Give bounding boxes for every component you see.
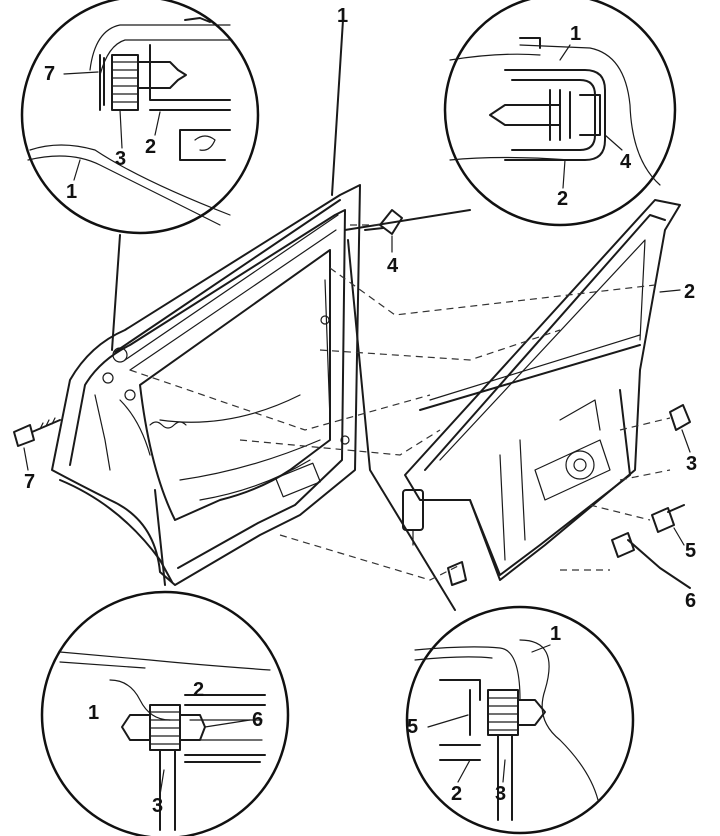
detail-tr-label-4: 4 [620, 151, 632, 173]
detail-bl-label-2: 2 [193, 679, 204, 701]
assembly-lines [129, 224, 671, 581]
callout-3-right: 3 [686, 453, 697, 475]
detail-bottom-left: 1 2 6 3 [40, 590, 290, 836]
callout-5-right: 5 [685, 540, 696, 562]
bolt-7 [13, 417, 61, 447]
callout-7-left: 7 [24, 471, 35, 493]
main-callouts: 1 7 4 2 3 5 6 [23, 5, 697, 612]
bolt-lower [447, 561, 467, 586]
detail-tr-label-1: 1 [570, 23, 581, 45]
bolt-3 [669, 404, 691, 431]
callout-1-top: 1 [337, 5, 348, 27]
bolt-4 [364, 209, 403, 235]
detail-tl-label-1: 1 [66, 181, 77, 203]
bolt-6 [611, 532, 691, 589]
bolt-5 [651, 504, 685, 533]
detail-top-right: 1 4 2 [443, 0, 677, 227]
detail-br-label-2: 2 [451, 783, 462, 805]
detail-tl-label-7: 7 [44, 63, 55, 85]
detail-br-label-3: 3 [495, 783, 506, 805]
detail-br-label-1: 1 [550, 623, 561, 645]
detail-tl-label-3: 3 [115, 148, 126, 170]
callout-6-right: 6 [685, 590, 696, 612]
detail-tl-label-2: 2 [145, 136, 156, 158]
detail-bl-label-6: 6 [252, 709, 263, 731]
detail-br-label-5: 5 [407, 716, 418, 738]
callout-2-glass: 2 [684, 281, 695, 303]
detail-bottom-right: 1 5 2 3 [405, 605, 635, 835]
detail-top-left: 7 3 2 1 [20, 0, 260, 235]
detail-bl-label-1: 1 [88, 702, 99, 724]
detail-bl-label-3: 3 [152, 795, 163, 817]
leader-lines [111, 19, 471, 611]
detail-tr-label-2: 2 [557, 188, 568, 210]
door-body [51, 184, 361, 586]
glass-assembly [402, 199, 681, 581]
callout-4-mid: 4 [387, 255, 399, 277]
